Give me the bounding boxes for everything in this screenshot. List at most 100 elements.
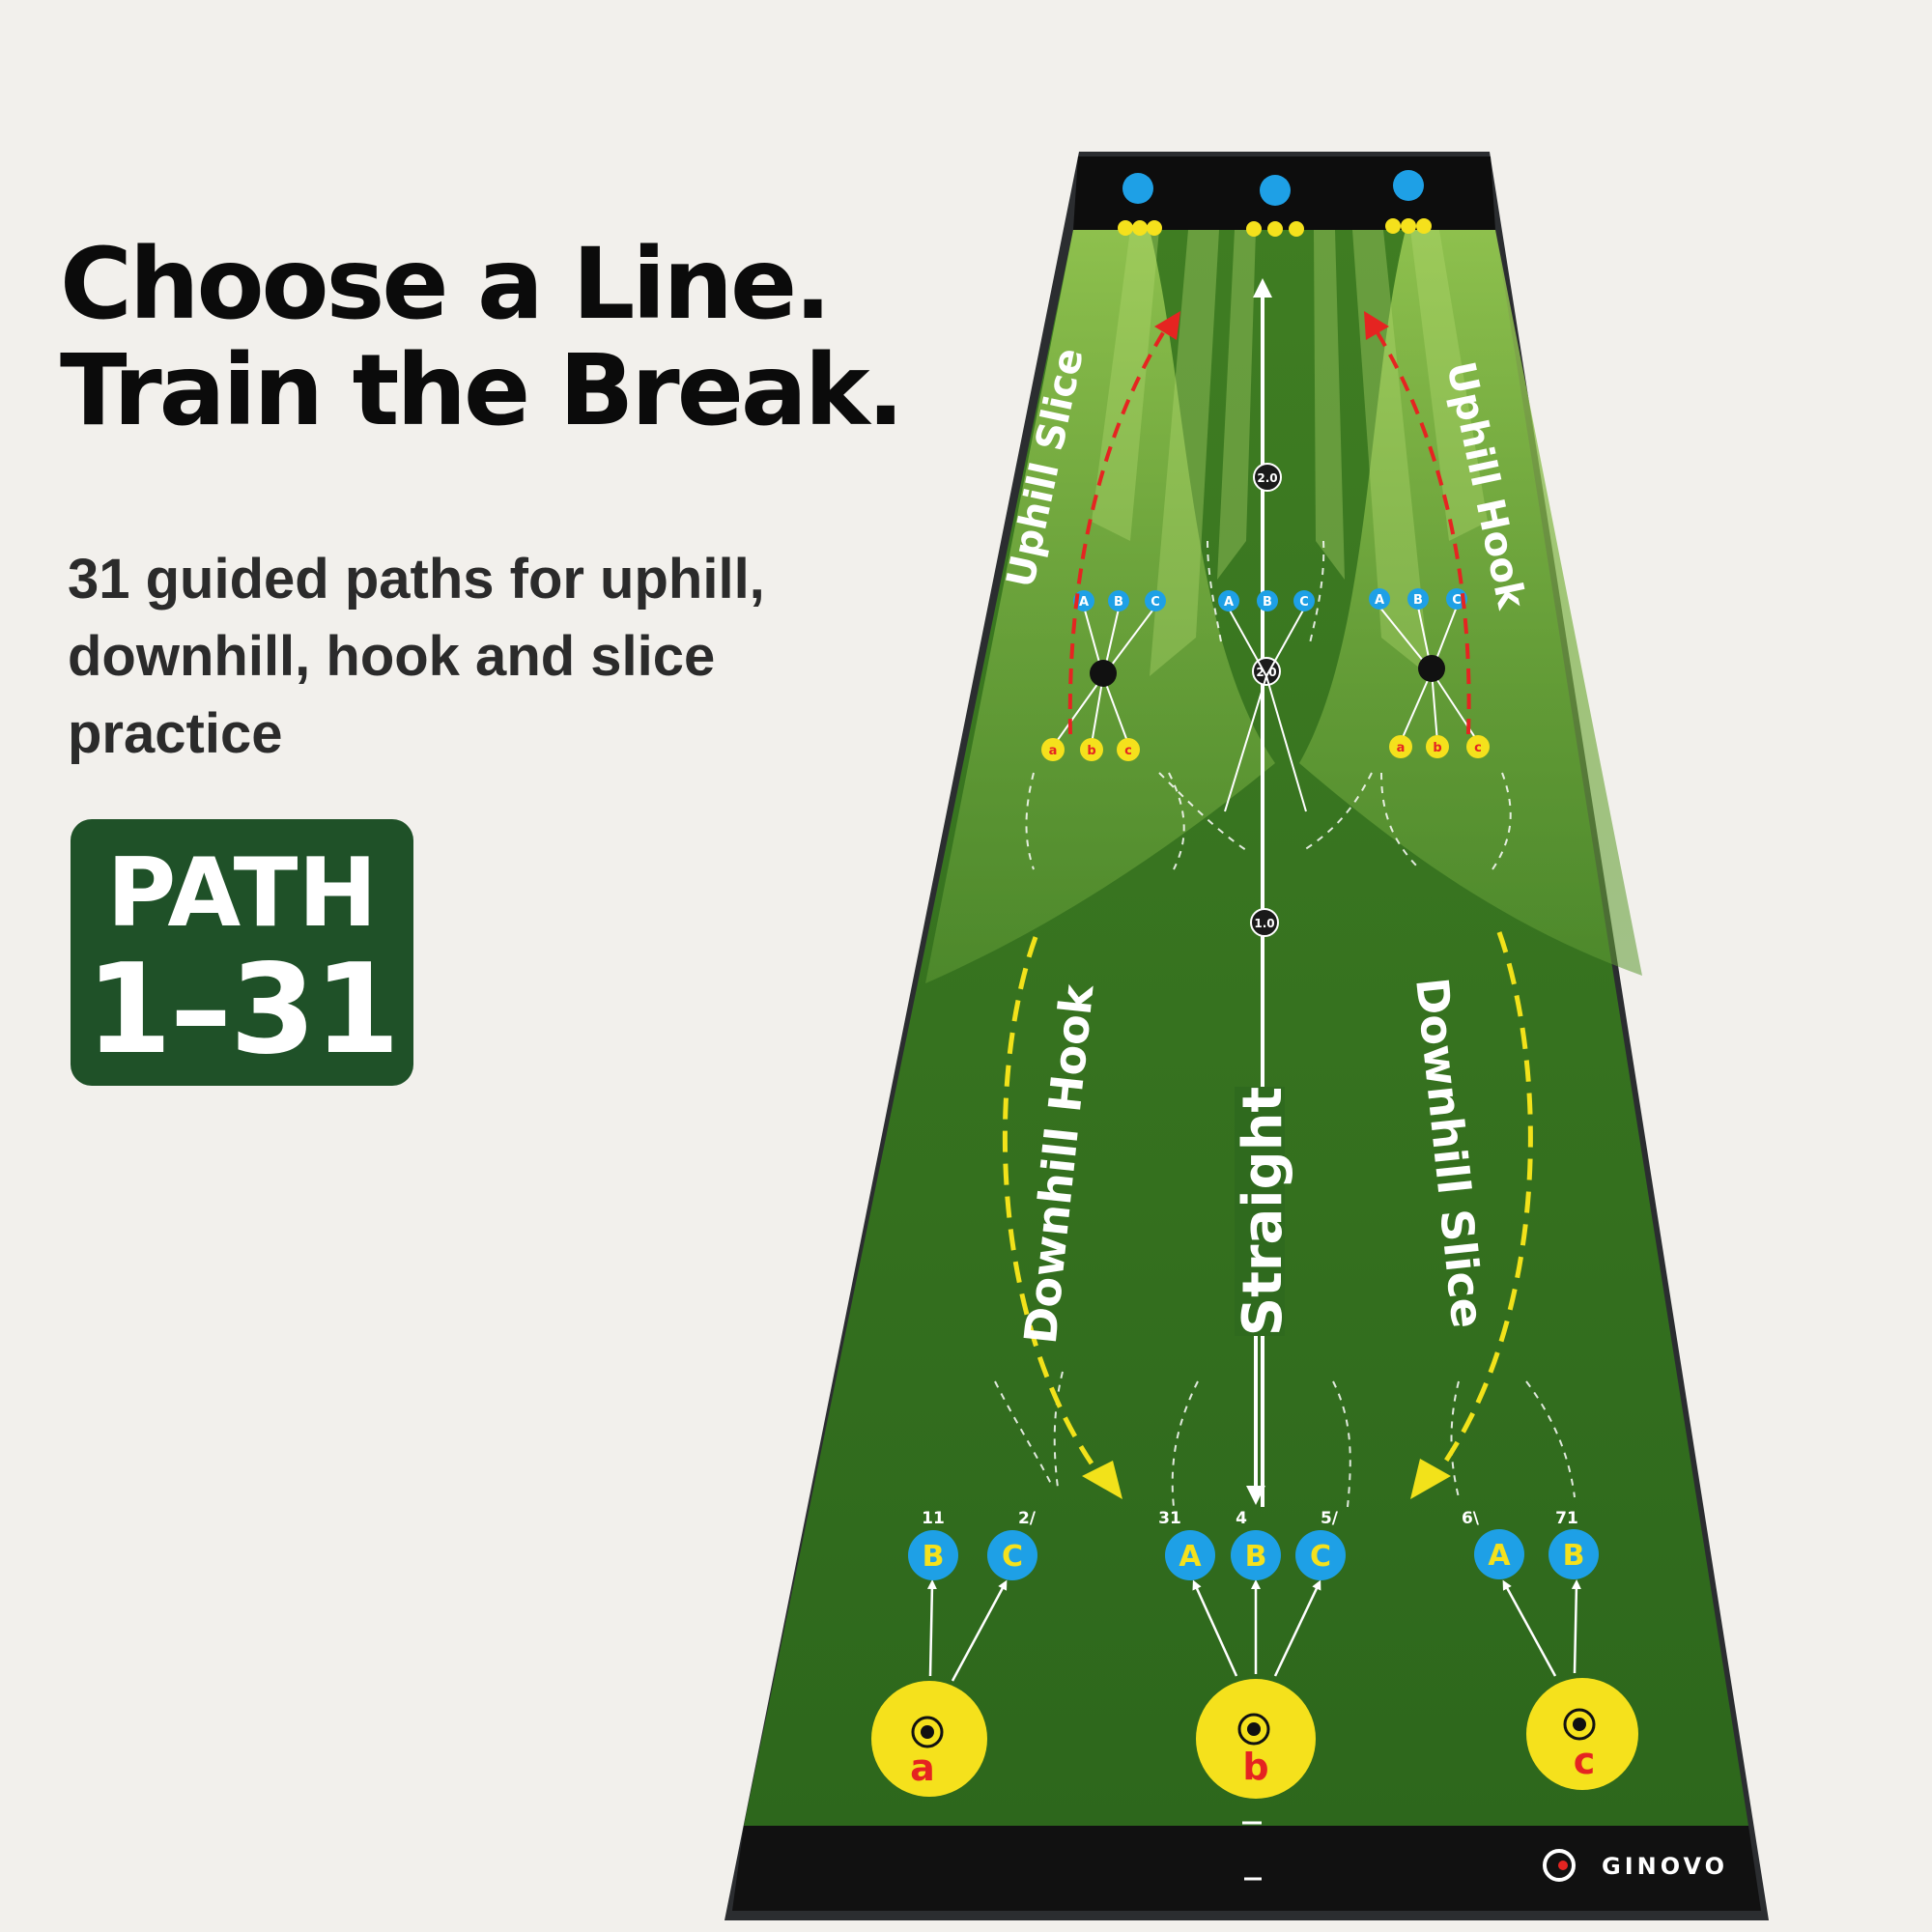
upper-left-target-b (1108, 590, 1129, 611)
upper-left-target-a-label: A (1079, 595, 1089, 610)
turf-rays (1092, 230, 1488, 676)
bottom-right-target-b-label: B (1563, 1539, 1585, 1573)
distance-marker-3-label: 1.0 (1254, 917, 1274, 930)
upper-left-start-b-label: b (1087, 744, 1095, 758)
upper-left-cluster: A B C a b c (1041, 590, 1166, 761)
top-mini-ball (1118, 220, 1133, 236)
upper-right-cluster: A B C a b c (1369, 588, 1490, 758)
upper-right-target-c-label: C (1452, 593, 1462, 608)
upper-right-start-c-label: c (1474, 741, 1482, 755)
bottom-center-target-b-label: B (1245, 1540, 1267, 1574)
upper-left-start-a-label: a (1049, 744, 1058, 758)
start-circle-a-label: a (910, 1747, 935, 1789)
upper-left-target-b-label: B (1114, 595, 1123, 610)
top-mini-ball (1385, 218, 1401, 234)
bottom-left-target-c-label: C (1002, 1540, 1023, 1574)
top-mini-ball (1289, 221, 1304, 237)
distance-marker-1-label: 2.0 (1257, 471, 1277, 485)
upper-left-hole (1090, 660, 1117, 687)
top-mini-ball (1132, 220, 1148, 236)
straight-label-group: Straight (1232, 1087, 1294, 1336)
start-circle-b-label: b (1242, 1746, 1268, 1788)
downhill-hook-arrow (1002, 936, 1122, 1499)
path-badge: PATH 1–31 (71, 819, 413, 1086)
path-badge-label: PATH (106, 838, 378, 949)
top-mini-ball (1401, 218, 1416, 234)
bottom-left-target-b-label: B (923, 1540, 945, 1574)
brand-name: GINOVO (1602, 1853, 1728, 1880)
upper-center-target-a (1218, 590, 1239, 611)
upper-center-target-b (1257, 590, 1278, 611)
start-circle-a: a (871, 1681, 987, 1797)
start-circle-a-hole-icon (911, 1716, 944, 1748)
turf-fan-right (1299, 230, 1642, 976)
bottom-center-target-c-label: C (1310, 1540, 1331, 1574)
top-mini-ball (1147, 220, 1162, 236)
bottom-center-target-a-label: A (1179, 1540, 1202, 1574)
start-circle-c-label: c (1574, 1740, 1596, 1782)
upper-right-target-a (1369, 588, 1390, 610)
top-mini-ball (1246, 221, 1262, 237)
uphill-slice-arrow (1067, 311, 1180, 735)
upper-left-start-c-label: c (1124, 744, 1132, 758)
bottom-center-target-c (1295, 1530, 1346, 1580)
bottom-right-target-a (1474, 1529, 1524, 1579)
distance-marker-1: 2.0 (1253, 463, 1282, 492)
top-holes (1118, 170, 1432, 237)
downhill-slice-arrow (1410, 931, 1533, 1499)
upper-center-target-c-label: C (1299, 595, 1309, 610)
bottom-number-center-3: 5/ (1321, 1509, 1339, 1528)
top-mini-ball (1416, 218, 1432, 234)
upper-right-hole (1418, 655, 1445, 682)
upper-right-target-a-label: A (1375, 593, 1384, 608)
bottom-left-target-b (908, 1530, 958, 1580)
bottom-right-target-a-label: A (1488, 1539, 1511, 1573)
uphill-hook-arrow (1364, 311, 1471, 735)
headline-line-2: Train the Break. (60, 333, 904, 448)
bottom-number-right-2: 71 (1555, 1509, 1578, 1528)
start-circle-c-hole-icon (1563, 1708, 1596, 1741)
subtext: 31 guided paths for uphill, downhill, ho… (68, 548, 765, 765)
upper-center-target-b-label: B (1263, 595, 1272, 610)
upper-right-start-b-label: b (1433, 741, 1441, 755)
bottom-center-target-a (1165, 1530, 1215, 1580)
upper-center-target-a-label: A (1224, 595, 1234, 610)
upper-left-start-a (1041, 738, 1065, 761)
upper-right-start-a (1389, 735, 1412, 758)
bottom-number-left-1: 11 (922, 1509, 945, 1528)
upper-center-cluster: A B C (1218, 590, 1315, 812)
upper-left-start-b (1080, 738, 1103, 761)
upper-right-start-b (1426, 735, 1449, 758)
brand-logo: GINOVO (1543, 1849, 1728, 1882)
path-badge-range: 1–31 (85, 938, 400, 1082)
top-hole-right (1393, 170, 1424, 201)
start-circle-c: c (1526, 1678, 1638, 1790)
upper-right-target-b-label: B (1413, 593, 1423, 608)
bottom-arrows (926, 1579, 1581, 1682)
top-hole-left (1122, 173, 1153, 204)
start-circle-b: b (1196, 1679, 1316, 1799)
bottom-left-target-c (987, 1530, 1037, 1580)
bottom-number-center-1: 31 (1158, 1509, 1181, 1528)
distance-marker-3: 1.0 (1250, 908, 1279, 937)
upper-left-target-c-label: C (1151, 595, 1160, 610)
upper-center-target-c (1293, 590, 1315, 611)
straight-label: Straight (1232, 1087, 1294, 1336)
start-circle-b-hole-icon (1237, 1713, 1270, 1746)
upper-right-target-b (1407, 588, 1429, 610)
mat-bottom-strip (732, 1826, 1761, 1911)
top-mini-ball (1267, 221, 1283, 237)
bottom-number-center-2: 4 (1236, 1509, 1247, 1528)
upper-right-start-a-label: a (1397, 741, 1406, 755)
guide-curves (994, 540, 1576, 1508)
bottom-number-left-2: 2/ (1018, 1509, 1037, 1528)
headline: Choose a Line. Train the Break. (60, 227, 904, 448)
brand-logo-icon (1543, 1849, 1576, 1882)
bottom-number-right-1: 6\ (1462, 1509, 1480, 1528)
top-hole-center (1260, 175, 1291, 206)
upper-right-start-c (1466, 735, 1490, 758)
headline-line-1: Choose a Line. (60, 227, 832, 342)
bottom-center-target-b (1231, 1530, 1281, 1580)
distance-marker-2: 2.0 (1252, 657, 1281, 686)
